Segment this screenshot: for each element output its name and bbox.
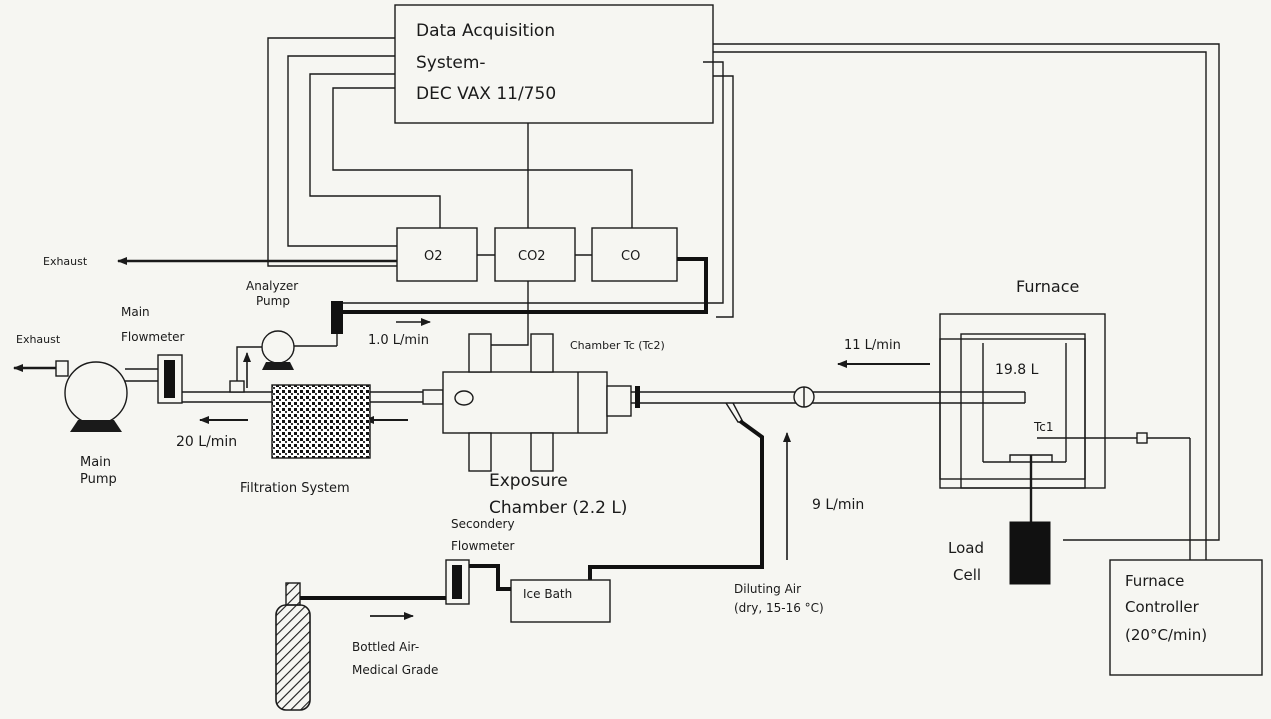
analyzer-pump-label-line2: Pump [256,294,290,308]
o2-analyzer [396,227,478,282]
co2-analyzer-label: CO2 [518,249,546,264]
secondary-flowmeter-label-line2: Flowmeter [451,539,515,553]
controller-label-line3: (20°C/min) [1125,626,1207,644]
furnace-controller: Furnace Controller (20°C/min) [1109,438,1263,676]
dilution-air-line: 9 L/min Diluting Air (dry, 15-16 °C) [588,402,864,615]
daq-label-line1: Data Acquisition [416,21,555,41]
dilution-flow-label: 9 L/min [812,497,864,513]
analyzer-pump: Analyzer Pump 1.0 L/min [236,279,431,388]
main-flow-label: 20 L/min [176,434,237,450]
bottled-air-cylinder: Bottled Air- Medical Grade [275,582,446,711]
furnace-label: Furnace [1016,277,1079,296]
o2-analyzer-label: O2 [424,249,443,264]
exposure-label-line1: Exposure [489,471,568,491]
filtration-system: Filtration System [240,384,371,496]
main-pump-label-line2: Pump [80,472,117,487]
secondary-flowmeter-label-line1: Secondery [451,517,515,531]
chamber-tc-label: Chamber Tc (Tc2) [570,339,665,352]
bottled-air-label-line2: Medical Grade [352,663,438,677]
bottled-air-label-line1: Bottled Air- [352,640,419,654]
ice-bath: Ice Bath [510,579,611,623]
main-flowmeter-label-line2: Flowmeter [121,330,185,344]
load-cell-label-line2: Cell [953,566,981,584]
co2-analyzer [494,227,576,282]
furnace-flow-label: 11 L/min [844,338,901,353]
load-cell: Load Cell [948,521,1051,585]
secondary-flowmeter: Secondery Flowmeter [445,517,515,605]
main-flowmeter: Main Flowmeter [121,305,185,404]
co-analyzer [591,227,678,282]
exposure-label-line2: Chamber (2.2 L) [489,498,627,518]
analyzer-exhaust: Exhaust [43,255,397,268]
main-flowmeter-label-line1: Main [121,305,150,319]
data-acquisition-system: Data Acquisition System- DEC VAX 11/750 [394,4,714,124]
analyzer-flow-label: 1.0 L/min [368,333,429,348]
co-analyzer-label: CO [621,249,640,264]
exhaust-top-label: Exhaust [43,255,88,268]
exhaust-left-label: Exhaust [16,333,61,346]
daq-label-line2: System- [416,53,486,73]
exposure-chamber: Exposure Chamber (2.2 L) Chamber Tc (Tc2… [442,333,665,518]
controller-label-line1: Furnace [1125,572,1184,590]
gas-analyzers: O2 CO2 CO [396,227,678,282]
daq-label-line3: DEC VAX 11/750 [416,84,556,104]
main-pump: Exhaust Main Pump [13,333,158,487]
furnace-tc-label: Tc1 [1033,420,1054,434]
main-pump-label-line1: Main [80,455,111,470]
ice-bath-label: Ice Bath [523,587,572,601]
analyzer-pump-flow-indicator [331,301,343,334]
load-cell-label-line1: Load [948,539,984,557]
analyzer-pump-label-line1: Analyzer [246,279,298,293]
transfer-line: 11 L/min [631,338,1026,408]
diluting-air-label-line2: (dry, 15-16 °C) [734,601,824,615]
furnace: Furnace 19.8 L Tc1 [939,277,1190,522]
controller-label-line2: Controller [1125,598,1200,616]
furnace-volume-label: 19.8 L [995,362,1039,378]
filtration-label: Filtration System [240,481,350,496]
diluting-air-label-line1: Diluting Air [734,582,801,596]
